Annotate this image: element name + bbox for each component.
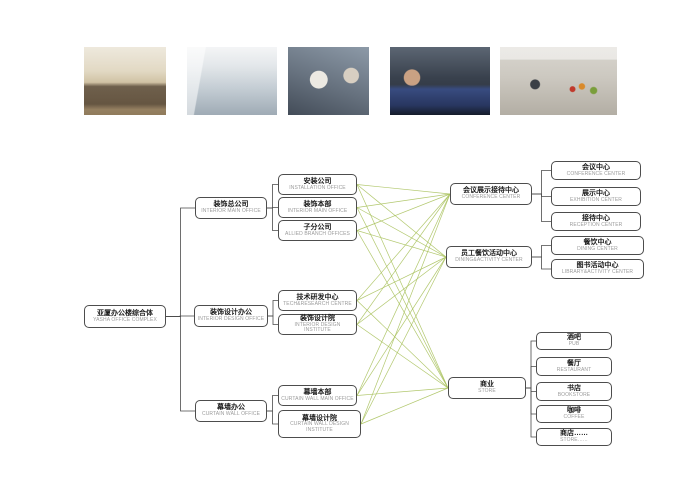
node-store-hub: 商业 STORE bbox=[448, 377, 526, 399]
node-label-zh: 幕墙设计院 bbox=[302, 414, 337, 422]
node-label-en: INTERIOR DESIGN OFFICE bbox=[197, 316, 265, 323]
node-label-zh: 商店…… bbox=[560, 430, 588, 438]
node-label-zh: 书店 bbox=[567, 384, 581, 392]
node-label-en: INTERIOR MAIN OFFICE bbox=[287, 207, 348, 214]
photo-lounge-conversation bbox=[288, 47, 369, 115]
node-restaurant: 餐厅 RESTAURANT bbox=[536, 357, 612, 376]
node-interior-design-institute: 装饰设计院 INTERIOR DESIGN INSTITUTE bbox=[278, 314, 357, 335]
node-curtain-wall-office: 幕墙办公 CURTAIN WALL OFFICE bbox=[195, 400, 267, 422]
node-conference-center-hub: 会议展示接待中心 CONFERENCE CENTER bbox=[450, 183, 532, 205]
node-label-en: DINING&ACTIVITY CENTER bbox=[455, 257, 523, 264]
node-office-complex-zh: 亚厦办公楼综合体 bbox=[97, 309, 153, 317]
node-label-zh: 子分公司 bbox=[303, 223, 332, 231]
node-label-en: PUB bbox=[568, 341, 580, 348]
node-interior-main-office: 装饰总公司 INTERIOR MAIN OFFICE bbox=[195, 197, 267, 219]
node-label-zh: 餐饮中心 bbox=[583, 238, 612, 246]
photo-cafeteria bbox=[500, 47, 617, 115]
node-branch-offices: 子分公司 ALLIED BRANCH OFFICES bbox=[278, 220, 357, 241]
photo-meeting-room bbox=[84, 47, 166, 115]
node-label-en: RESTAURANT bbox=[556, 366, 592, 373]
node-dining-center: 餐饮中心 DINING CENTER bbox=[551, 236, 644, 255]
node-label-zh: 接待中心 bbox=[582, 214, 610, 222]
node-interior-headquarters: 装饰本部 INTERIOR MAIN OFFICE bbox=[278, 197, 357, 218]
node-label-en: DINING CENTER bbox=[577, 245, 618, 252]
node-label-zh: 幕墙本部 bbox=[303, 388, 332, 396]
node-label-zh: 安装公司 bbox=[303, 177, 332, 185]
node-label-zh: 展示中心 bbox=[582, 189, 610, 197]
node-label-en: STORE bbox=[478, 388, 496, 395]
node-label-zh: 咖啡 bbox=[567, 407, 581, 415]
node-curtain-wall-design-institute: 幕墙设计院 CURTAIN WALL DESIGN INSTITUTE bbox=[278, 410, 361, 438]
node-label-en: CONFERENCE CENTER bbox=[566, 170, 626, 177]
node-label-zh: 装饰本部 bbox=[303, 200, 332, 208]
node-label-en: STORE…… bbox=[560, 437, 588, 444]
node-label-zh: 员工餐饮活动中心 bbox=[461, 250, 517, 258]
node-label-zh: 会议中心 bbox=[582, 163, 610, 171]
node-label-en: TECH&RESEARCH CENTRE bbox=[283, 300, 352, 307]
node-label-en: CURTAIN WALL MAIN OFFICE bbox=[281, 395, 354, 402]
node-exhibition-center: 展示中心 EXHIBITION CENTER bbox=[551, 187, 641, 206]
node-label-en: COFFEE bbox=[563, 414, 585, 421]
node-label-zh: 装饰设计办公 bbox=[210, 309, 252, 317]
node-installation-office: 安装公司 INSTALLATION OFFICE bbox=[278, 174, 357, 195]
node-conference-center: 会议中心 CONFERENCE CENTER bbox=[551, 161, 641, 180]
node-reception-center: 接待中心 RECEPTION CENTER bbox=[551, 212, 641, 231]
node-label-en: INTERIOR DESIGN INSTITUTE bbox=[294, 321, 341, 334]
node-label-en: CURTAIN WALL DESIGN INSTITUTE bbox=[290, 421, 349, 433]
node-interior-design-office: 装饰设计办公 INTERIOR DESIGN OFFICE bbox=[194, 305, 268, 327]
node-label-en: CURTAIN WALL OFFICE bbox=[201, 411, 260, 418]
node-label-zh: 商业 bbox=[480, 381, 494, 389]
node-label-zh: 幕墙办公 bbox=[217, 404, 245, 412]
node-dining-activity-center-hub: 员工餐饮活动中心 DINING&ACTIVITY CENTER bbox=[446, 246, 532, 268]
node-label-en: LIBRARY&ACTIVITY CENTER bbox=[561, 269, 634, 276]
node-bookstore: 书店 BOOKSTORE bbox=[536, 382, 612, 401]
node-label-zh: 装饰设计院 bbox=[300, 315, 335, 323]
node-label-zh: 会议展示接待中心 bbox=[463, 187, 519, 195]
node-label-en: BOOKSTORE bbox=[557, 391, 591, 398]
node-label-en: EXHIBITION CENTER bbox=[570, 196, 622, 203]
node-label-zh: 酒吧 bbox=[567, 334, 581, 342]
node-tech-research-centre: 技术研发中心 TECH&RESEARCH CENTRE bbox=[278, 290, 357, 311]
node-label-en: RECEPTION CENTER bbox=[569, 221, 623, 228]
node-office-complex: 亚厦办公楼综合体 YASHA OFFICE COMPLEX bbox=[84, 305, 166, 328]
node-label-zh: 技术研发中心 bbox=[296, 293, 339, 301]
node-library-activity-center: 图书活动中心 LIBRARY&ACTIVITY CENTER bbox=[551, 259, 644, 279]
node-store-etc: 商店…… STORE…… bbox=[536, 428, 612, 446]
node-office-complex-en: YASHA OFFICE COMPLEX bbox=[93, 316, 157, 323]
node-label-en: INTERIOR MAIN OFFICE bbox=[201, 208, 261, 215]
node-pub: 酒吧 PUB bbox=[536, 332, 612, 350]
photo-glass-office bbox=[187, 47, 277, 115]
node-label-zh: 餐厅 bbox=[567, 359, 581, 367]
node-label-en: INSTALLATION OFFICE bbox=[289, 184, 346, 191]
node-label-zh: 装饰总公司 bbox=[213, 201, 249, 209]
node-label-en: ALLIED BRANCH OFFICES bbox=[285, 230, 350, 237]
photo-game-room bbox=[390, 47, 490, 115]
node-coffee: 咖啡 COFFEE bbox=[536, 405, 612, 423]
node-curtain-wall-headquarters: 幕墙本部 CURTAIN WALL MAIN OFFICE bbox=[278, 385, 357, 406]
node-label-zh: 图书活动中心 bbox=[576, 262, 619, 270]
node-label-en: CONFERENCE CENTER bbox=[461, 194, 521, 201]
